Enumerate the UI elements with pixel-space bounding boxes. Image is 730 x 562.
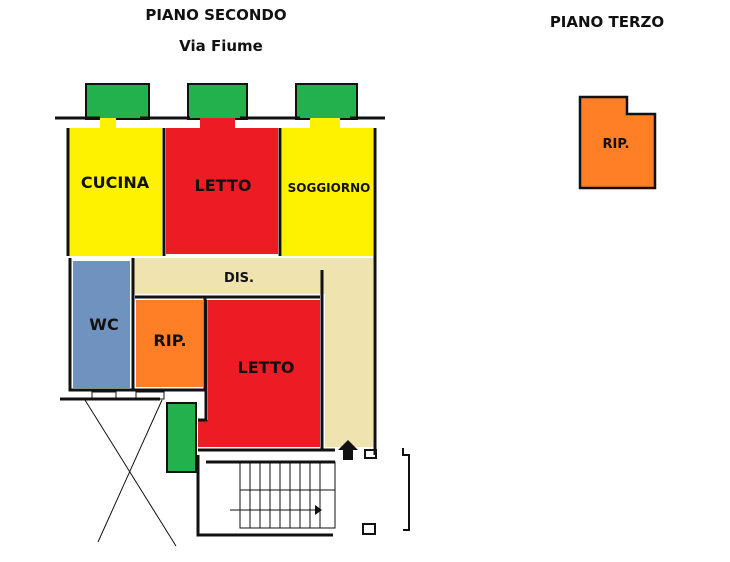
void-cross-line — [84, 399, 177, 547]
label-cucina: CUCINA — [81, 173, 150, 192]
room-rip-terzo — [578, 95, 657, 190]
balcony-2 — [187, 83, 248, 120]
void-cross-line — [97, 399, 163, 543]
label-soggiorno: SOGGIORNO — [288, 181, 371, 195]
room-letto-2 — [198, 300, 320, 447]
title-piano-terzo: PIANO TERZO — [550, 13, 664, 31]
room-cucina — [68, 128, 162, 256]
title-street: Via Fiume — [179, 37, 263, 55]
room-letto-1 — [166, 128, 278, 254]
entrance-arrow-icon — [338, 440, 358, 460]
label-rip-terzo: RIP. — [603, 137, 630, 152]
side-wall — [402, 448, 410, 531]
room-soggiorno — [282, 128, 373, 256]
room-dis — [133, 258, 373, 447]
label-letto-1: LETTO — [195, 176, 252, 195]
balcony-1 — [85, 83, 150, 120]
label-dis: DIS. — [224, 271, 254, 286]
room-wc — [73, 261, 130, 388]
label-letto-2: LETTO — [238, 358, 295, 377]
label-wc: WC — [89, 315, 118, 334]
label-rip: RIP. — [153, 331, 186, 350]
balcony-small — [166, 402, 197, 473]
staircase — [196, 455, 336, 537]
title-piano-secondo: PIANO SECONDO — [145, 6, 286, 24]
interior-walls — [66, 128, 377, 455]
room-rip — [136, 300, 203, 387]
balcony-3 — [295, 83, 358, 120]
